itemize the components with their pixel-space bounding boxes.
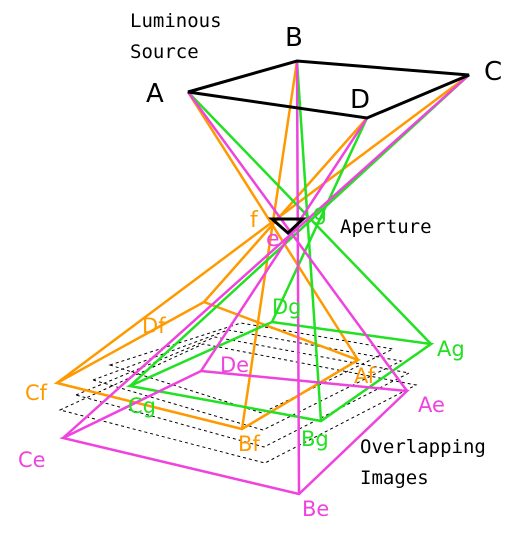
image-f-orange: [53, 300, 361, 431]
image-label-Be: Be: [302, 497, 329, 521]
image-label-De: De: [220, 353, 249, 377]
orange-rays: [53, 60, 470, 431]
vertex-label-D: D: [350, 85, 370, 115]
luminous-source-label-line1: Luminous: [130, 10, 222, 32]
labels: Luminous Source A B C D f e g Aperture D…: [18, 10, 502, 521]
aperture-label-f: f: [250, 208, 259, 233]
vertex-label-A: A: [146, 79, 164, 109]
dashed-image-2: [91, 329, 403, 431]
magenta-rays: [59, 60, 470, 496]
dashed-intermediate-images: [58, 322, 418, 464]
image-label-Df: Df: [142, 314, 166, 338]
image-label-Cf: Cf: [25, 381, 48, 405]
luminous-source-label-line2: Source: [130, 41, 199, 63]
overlapping-images-label-line2: Images: [360, 467, 429, 489]
image-label-Af: Af: [354, 364, 376, 388]
luminous-source-square: [187, 59, 470, 120]
image-label-Cg: Cg: [128, 394, 156, 418]
ray-B-to-Be: [295, 60, 301, 495]
image-label-Bf: Bf: [238, 432, 260, 456]
vertex-label-C: C: [484, 57, 502, 87]
ray-D-to-Df: [203, 117, 368, 303]
image-label-Bg: Bg: [301, 427, 329, 451]
image-label-Ce: Ce: [18, 448, 46, 472]
aperture-triangle: [268, 217, 307, 236]
ray-C-to-Ce: [62, 74, 470, 439]
overlapping-images-label-line1: Overlapping: [360, 436, 486, 458]
image-label-Ae: Ae: [418, 393, 445, 417]
image-g-green: [125, 320, 435, 423]
ray-B-to-Bf: [240, 60, 299, 430]
ray-D-to-De: [199, 117, 369, 372]
image-label-Ag: Ag: [437, 337, 465, 361]
ray-D-to-Dg: [270, 117, 369, 323]
aperture-label-e: e: [266, 227, 280, 252]
image-e-magenta: [59, 369, 410, 496]
image-label-Dg: Dg: [272, 295, 302, 319]
dashed-image-4: [58, 343, 418, 464]
ray-B-to-Bg: [295, 60, 323, 422]
aperture-label: Aperture: [340, 216, 432, 238]
ray-C-to-Cf: [56, 73, 470, 385]
dashed-image-1: [108, 322, 395, 414]
aperture-label-g: g: [313, 201, 327, 226]
vertex-label-B: B: [285, 23, 303, 53]
